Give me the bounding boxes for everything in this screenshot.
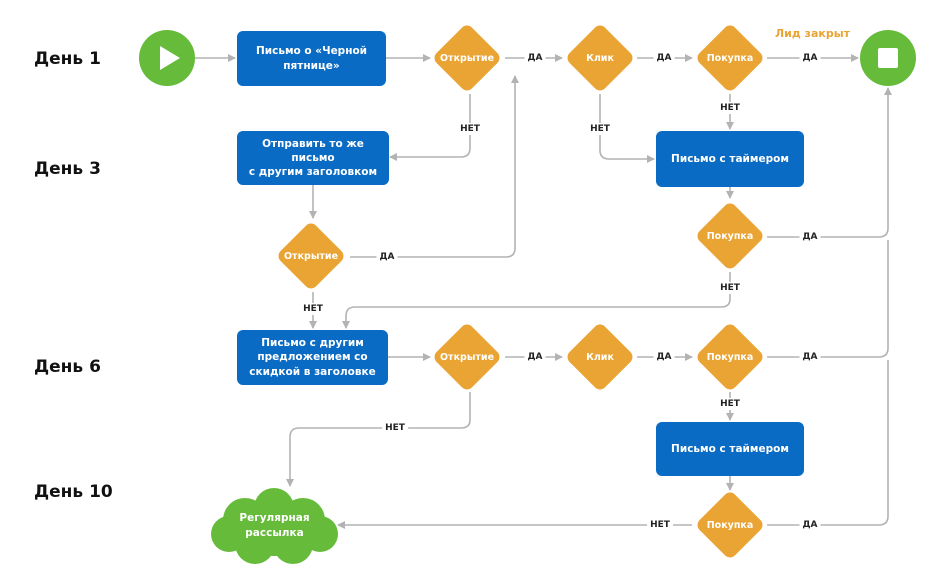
edge-label-no: НЕТ — [717, 102, 743, 114]
edge-buy2-no — [342, 272, 731, 329]
edge-buy4-yes — [767, 360, 889, 526]
edge-label-yes: ДА — [799, 519, 821, 531]
stop-node — [860, 30, 916, 86]
edge-label-no: НЕТ — [647, 519, 673, 531]
decision-click-3: Клик — [564, 321, 636, 393]
edge-label-yes: ДА — [799, 52, 821, 64]
edge-label-yes: ДА — [376, 251, 398, 263]
play-icon — [160, 46, 180, 70]
edge-label-yes: ДА — [799, 351, 821, 363]
edge-buy3-yes — [767, 240, 889, 358]
stop-icon — [878, 48, 898, 68]
edge-label-yes: ДА — [653, 52, 675, 64]
edge-open2-yes — [350, 75, 519, 258]
decision-label: Покупка — [706, 230, 754, 242]
decision-label: Покупка — [706, 351, 754, 363]
edge-label-yes: ДА — [653, 351, 675, 363]
edge-buy2-yes — [767, 87, 892, 238]
decision-label: Покупка — [706, 519, 754, 531]
box-timer-email-2: Письмо с таймером — [656, 422, 804, 476]
regular-newsletter-label: Регулярная рассылка — [239, 512, 310, 539]
regular-newsletter-cloud — [211, 488, 338, 564]
edge-open1-to-resend — [389, 94, 471, 161]
decision-label: Открытие — [283, 250, 339, 262]
edge-label-no: НЕТ — [382, 422, 408, 434]
box-resend-email: Отправить то же письмо с другим заголовк… — [237, 131, 389, 185]
decision-label: Клик — [586, 52, 614, 64]
day-label-10: День 10 — [34, 482, 113, 502]
day-label-3: День 3 — [34, 159, 101, 179]
edge-open3-no — [286, 392, 471, 487]
box-discount-email: Письмо с другим предложением со скидкой … — [237, 330, 388, 385]
decision-buy-1: Покупка — [694, 22, 766, 94]
decision-open-1: Открытие — [431, 22, 503, 94]
decision-buy-4: Покупка — [694, 489, 766, 561]
edge-label-no: НЕТ — [457, 123, 483, 135]
edge-label-no: НЕТ — [717, 282, 743, 294]
start-node — [139, 30, 195, 86]
box-timer-email-1: Письмо с таймером — [656, 131, 804, 187]
decision-buy-3: Покупка — [694, 321, 766, 393]
decision-label: Клик — [586, 351, 614, 363]
decision-open-2: Открытие — [275, 220, 347, 292]
day-label-1: День 1 — [34, 49, 101, 69]
decision-open-3: Открытие — [431, 321, 503, 393]
edge-label-no: НЕТ — [300, 303, 326, 315]
decision-click-1: Клик — [564, 22, 636, 94]
box-black-friday-email: Письмо о «Черной пятнице» — [237, 31, 386, 86]
edge-label-no: НЕТ — [717, 398, 743, 410]
decision-label: Открытие — [439, 351, 495, 363]
edge-label-yes: ДА — [524, 52, 546, 64]
decision-label: Открытие — [439, 52, 495, 64]
day-label-6: День 6 — [34, 357, 101, 377]
decision-buy-2: Покупка — [694, 200, 766, 272]
decision-label: Покупка — [706, 52, 754, 64]
edge-label-yes: ДА — [524, 351, 546, 363]
lead-closed-label: Лид закрыт — [775, 27, 851, 40]
edge-label-yes: ДА — [799, 231, 821, 243]
edge-label-no: НЕТ — [587, 123, 613, 135]
edge-click1-to-timer1 — [599, 94, 655, 163]
